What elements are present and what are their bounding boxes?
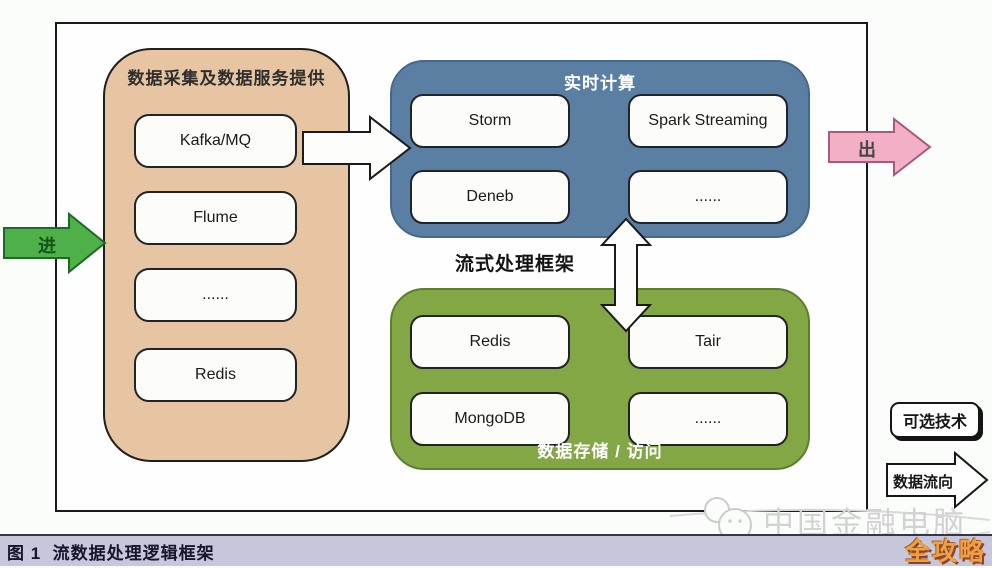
- watermark-badge: 全攻略: [904, 538, 986, 566]
- group-data-collection: 数据采集及数据服务提供 Kafka/MQ Flume ...... Redis: [103, 48, 350, 462]
- flow-right-arrow-icon: [302, 114, 412, 182]
- legend-optional-tech: 可选技术: [890, 402, 980, 438]
- node-flume: Flume: [134, 191, 297, 245]
- node-deneb: Deneb: [410, 170, 570, 224]
- stream-framework-label: 流式处理框架: [454, 254, 575, 275]
- node-kafka-mq: Kafka/MQ: [134, 114, 297, 168]
- group-realtime-compute-title: 实时计算: [564, 74, 636, 93]
- watermark-logo-icon: [704, 497, 752, 548]
- caption-bar: 图 1 流数据处理逻辑框架: [0, 534, 992, 566]
- node-spark-streaming: Spark Streaming: [628, 94, 788, 148]
- group-realtime-compute: 实时计算 Storm Spark Streaming Deneb ......: [390, 60, 810, 238]
- legend-data-flow-arrow-icon: [886, 451, 989, 509]
- node-source-more: ......: [134, 268, 297, 322]
- node-compute-more: ......: [628, 170, 788, 224]
- node-storage-more: ......: [628, 392, 788, 446]
- in-arrow-icon: [3, 211, 107, 275]
- group-data-collection-title: 数据采集及数据服务提供: [127, 69, 326, 88]
- node-tair: Tair: [628, 315, 788, 369]
- group-data-storage-title: 数据存储 / 访问: [537, 442, 663, 461]
- figure-caption: 图 1 流数据处理逻辑框架: [7, 543, 215, 563]
- node-storage-redis: Redis: [410, 315, 570, 369]
- bidirectional-arrow-icon: [599, 217, 653, 333]
- node-source-redis: Redis: [134, 348, 297, 402]
- node-storm: Storm: [410, 94, 570, 148]
- out-arrow-icon: [828, 116, 932, 178]
- group-data-storage: Redis Tair MongoDB ...... 数据存储 / 访问: [390, 288, 810, 470]
- node-mongodb: MongoDB: [410, 392, 570, 446]
